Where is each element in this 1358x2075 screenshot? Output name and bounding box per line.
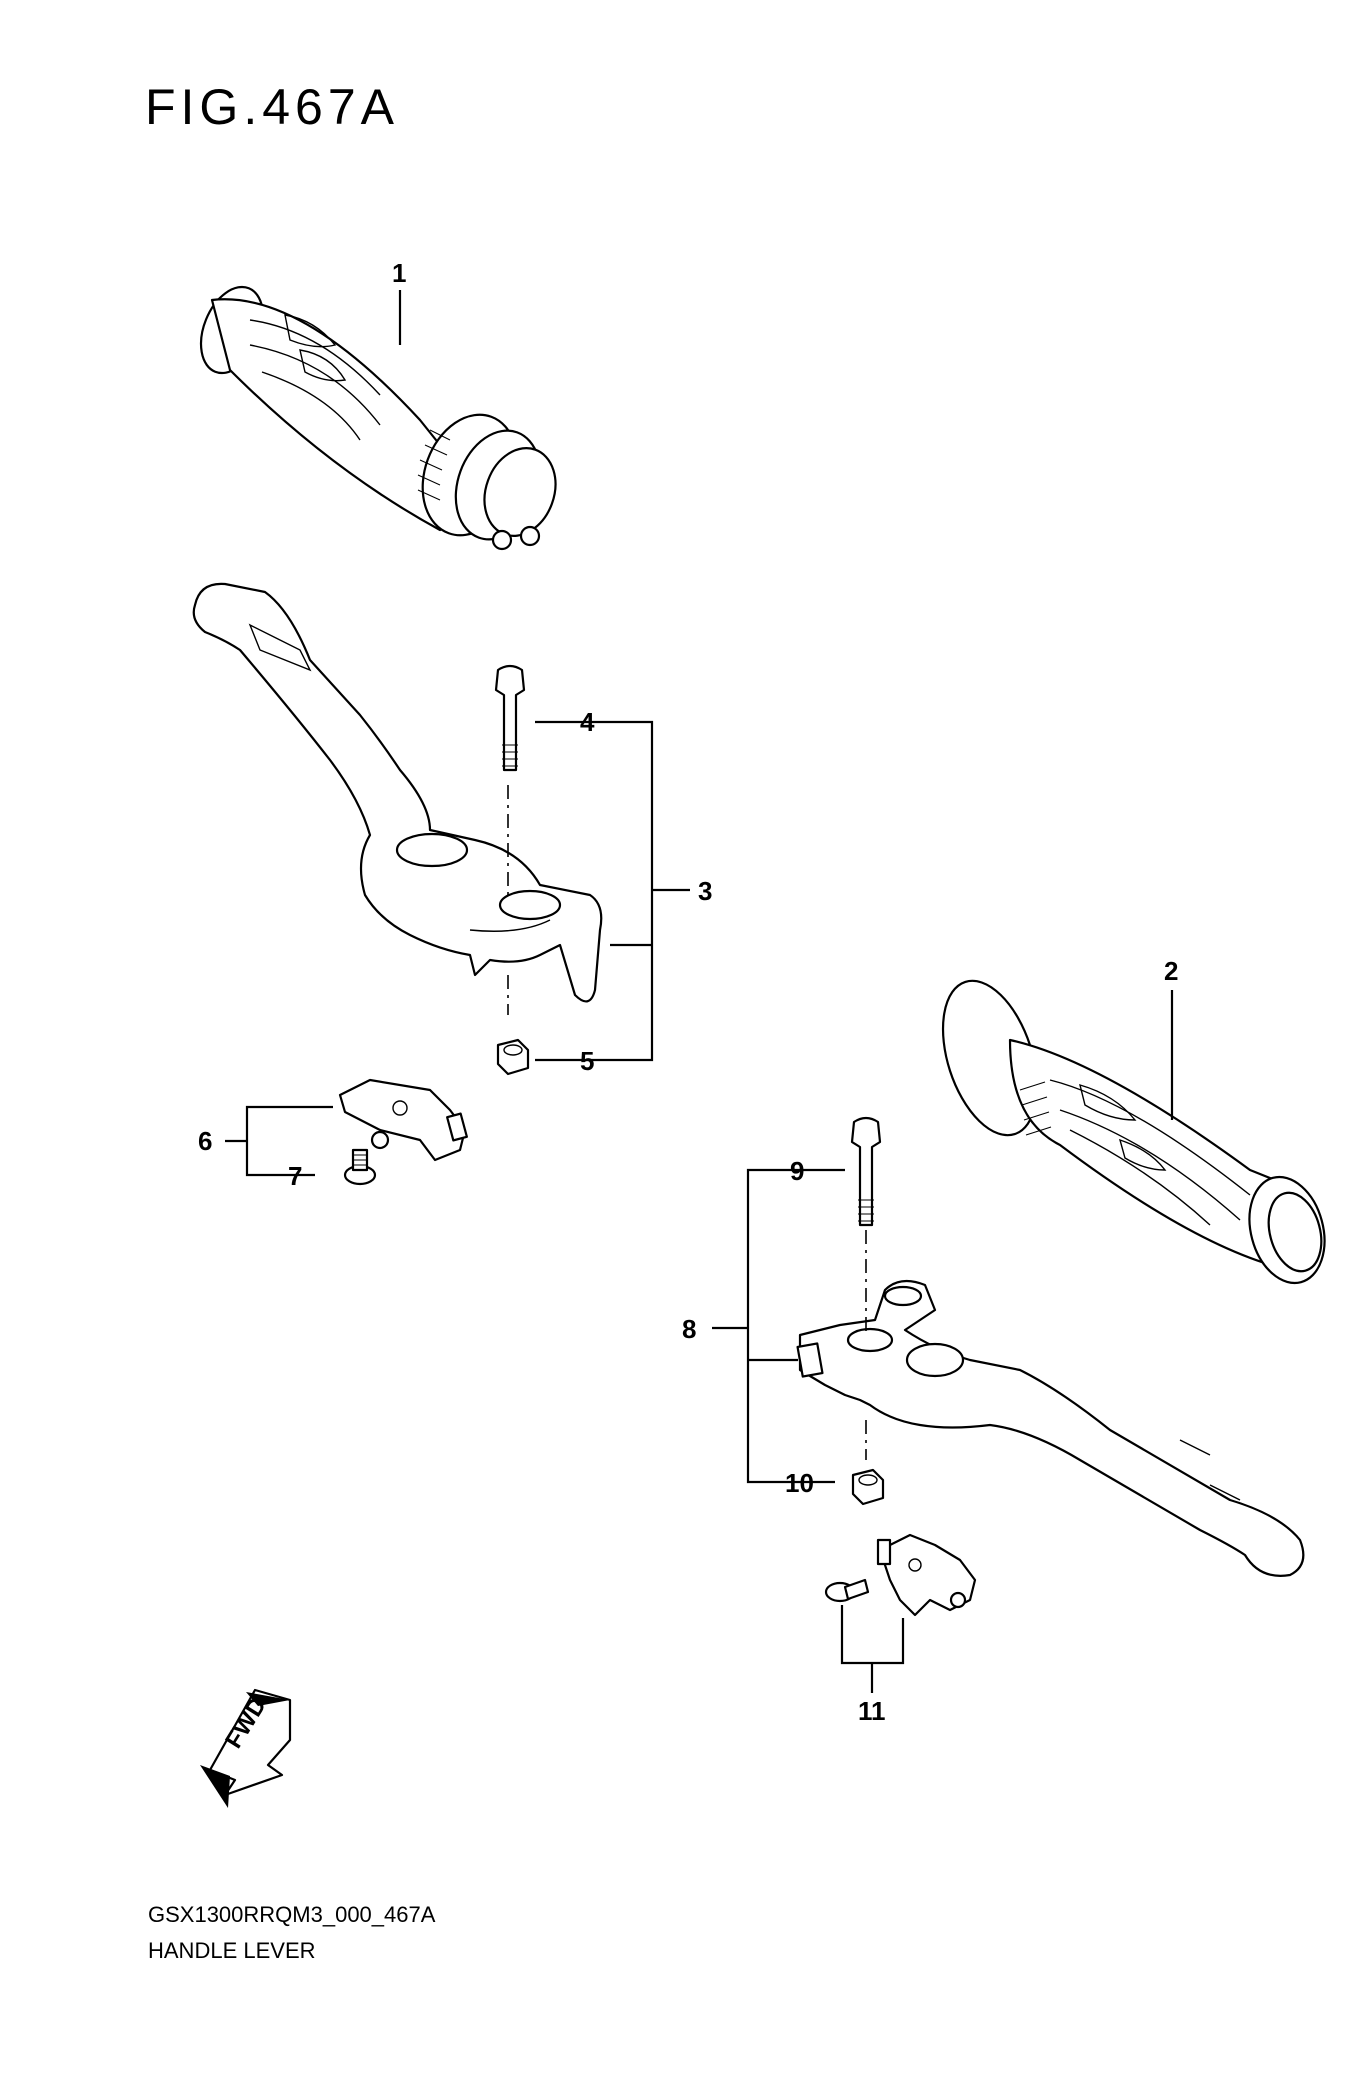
front-brake-lever-part[interactable] (192, 582, 603, 1003)
fwd-direction-arrow: FWD (200, 1688, 292, 1808)
callout-2[interactable]: 2 (1164, 956, 1178, 986)
callout-5[interactable]: 5 (580, 1046, 594, 1076)
figure-name: HANDLE LEVER (148, 1938, 316, 1963)
callout-6[interactable]: 6 (198, 1126, 212, 1156)
callout-7[interactable]: 7 (288, 1161, 302, 1191)
front-brake-switch-part[interactable] (338, 1078, 468, 1162)
bracket-clutch-switch (840, 1605, 905, 1665)
callout-4[interactable]: 4 (580, 707, 595, 737)
pivot-bolt-part[interactable] (494, 664, 526, 772)
callout-8[interactable]: 8 (682, 1314, 696, 1344)
switch-screw-part[interactable] (343, 1148, 377, 1186)
figure-title: FIG.467A (145, 79, 399, 135)
clutch-switch-part[interactable] (824, 1533, 977, 1617)
callout-11[interactable]: 11 (858, 1696, 886, 1726)
callout-3[interactable]: 3 (698, 876, 712, 906)
callout-10[interactable]: 10 (785, 1468, 814, 1498)
clutch-pivot-bolt-part[interactable] (850, 1116, 882, 1227)
figure-code: GSX1300RRQM3_000_467A (148, 1902, 436, 1927)
callout-9[interactable]: 9 (790, 1156, 804, 1186)
right-grip-part[interactable] (925, 969, 1335, 1292)
callout-1[interactable]: 1 (392, 258, 406, 288)
lever-nut-part[interactable] (496, 1038, 530, 1076)
clutch-lever-part[interactable] (796, 1279, 1305, 1577)
clutch-nut-part[interactable] (851, 1468, 885, 1506)
left-grip-part[interactable] (189, 278, 567, 552)
bracket-clutch-group (746, 1168, 845, 1484)
